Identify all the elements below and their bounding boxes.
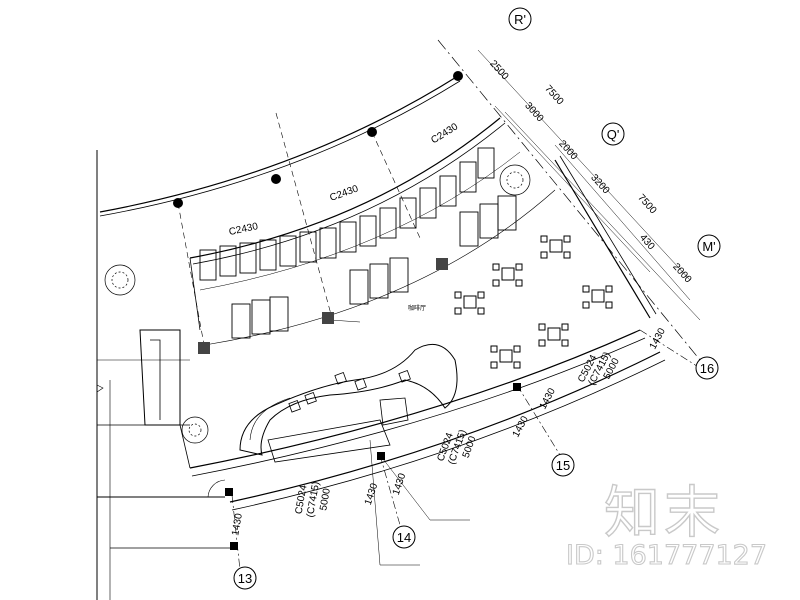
- columns: [173, 71, 521, 550]
- grid-label-Q: Q': [607, 127, 620, 142]
- column-pads: [198, 258, 448, 354]
- grid-line-Q: [504, 111, 701, 321]
- outer-wall-bottom: [229, 351, 661, 503]
- corridor-west: [189, 257, 201, 331]
- stair-room: [150, 339, 161, 420]
- tree-planter-3: [181, 416, 209, 444]
- table-set-5: [538, 323, 569, 347]
- tree-planter-1: [104, 264, 136, 296]
- dim-3000: 3000: [522, 100, 545, 124]
- grid-label-15: 15: [556, 458, 570, 473]
- tree-planter-2: [499, 164, 531, 196]
- outer-facade-wall-inner: [99, 80, 461, 217]
- watermark-logo: 知末: [603, 480, 724, 546]
- dim-line-inner: [494, 105, 651, 273]
- grid-radial-c: [177, 202, 206, 351]
- bar-counter: [239, 343, 458, 456]
- grid-bubble-16: [695, 356, 719, 380]
- dim-3200: 3200: [588, 172, 611, 196]
- grid-bubble-M: [697, 234, 721, 258]
- grid-label-16: 16: [700, 361, 714, 376]
- table-set-2: [492, 263, 523, 287]
- outer-wall-bottom-2: [231, 359, 666, 511]
- inner-wall-upper: [189, 117, 501, 259]
- dim-430: 430: [637, 232, 657, 252]
- grid-radial-b: [275, 112, 333, 319]
- zone-label: 咖啡厅: [408, 304, 426, 312]
- grid-bubble-14: [392, 525, 416, 549]
- bar-service-cab: [379, 397, 409, 426]
- window-tag-c5024-1-dim: 5000: [318, 487, 333, 511]
- window-wall-lower-2: [191, 337, 646, 477]
- grid-axis-16: [639, 329, 701, 369]
- dim-1430-f: 1430: [230, 512, 245, 536]
- watermark-id: ID: 161777127: [565, 539, 768, 571]
- notch: [96, 384, 104, 393]
- table-set-6: [490, 345, 521, 369]
- dim-line-outer: [477, 49, 691, 281]
- grid-bubble-13: [233, 566, 257, 590]
- window-tag-c5024-1: C5024: [294, 484, 310, 515]
- dim-2000-b: 2000: [670, 261, 693, 285]
- booth-row-middle: [231, 195, 517, 339]
- grid-label-R: R': [514, 12, 526, 27]
- grid-label-13: 13: [238, 571, 252, 586]
- grid-bubble-15: [551, 453, 575, 477]
- leader-2: [369, 439, 420, 566]
- window-tag-c2430-3: C2430: [429, 121, 460, 146]
- grid-axis-13: [231, 494, 241, 571]
- grid-bubbles: [233, 7, 721, 590]
- table-set-4: [582, 285, 613, 309]
- outer-facade-wall: [99, 75, 459, 213]
- dim-1430-b: 1430: [538, 386, 558, 411]
- booth-row-upper: [199, 147, 495, 281]
- east-wall-2: [559, 155, 657, 315]
- dim-1430-a: 1430: [648, 326, 668, 351]
- dim-2500: 2500: [487, 58, 510, 82]
- east-wall: [554, 159, 651, 319]
- dim-1430-e: 1430: [363, 482, 380, 507]
- leader-3: [329, 319, 361, 323]
- dim-7500-a: 7500: [542, 83, 565, 107]
- inner-wall-upper-2: [192, 122, 506, 265]
- table-set-1: [454, 291, 485, 315]
- grid-bubble-Q: [601, 122, 625, 146]
- grid-label-M: M': [702, 239, 715, 254]
- window-tag-c2430-1: C2430: [228, 221, 260, 238]
- grid-bubble-R: [508, 7, 532, 31]
- bar-back-counter: [249, 397, 291, 441]
- leader-1: [379, 454, 470, 521]
- bar-service-area: [267, 419, 391, 463]
- grid-axis-14: [379, 454, 401, 526]
- grid-line-R: [437, 39, 701, 361]
- grid-axis-15: [516, 384, 561, 456]
- dim-1430-c: 1430: [511, 414, 531, 439]
- grid-label-14: 14: [397, 530, 411, 545]
- bar-stools: [288, 370, 411, 413]
- grid-line-16: [554, 144, 691, 301]
- door-swing: [207, 479, 226, 498]
- corridor-west-2: [179, 424, 191, 469]
- window-tag-c2430-2: C2430: [328, 183, 360, 204]
- dim-1430-d: 1430: [391, 472, 408, 497]
- table-set-3: [540, 235, 571, 259]
- dim-7500-b: 7500: [635, 192, 658, 216]
